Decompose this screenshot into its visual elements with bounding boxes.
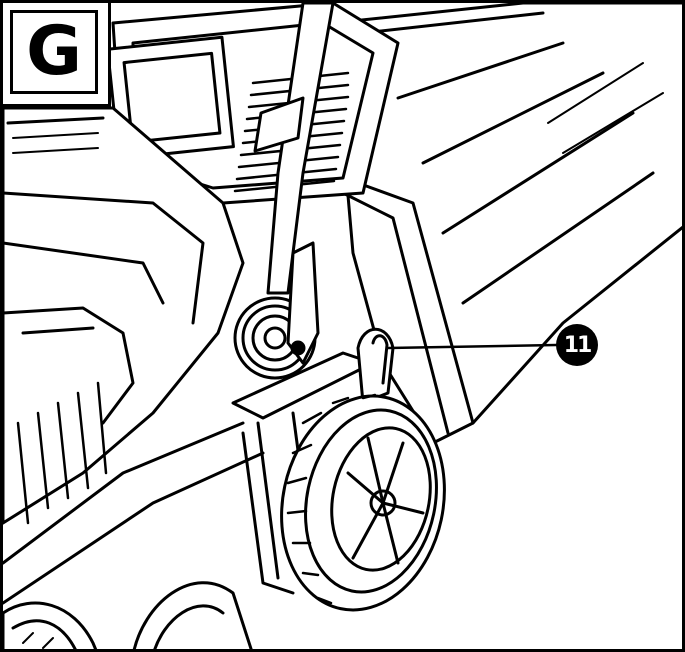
wheel-tread <box>286 393 377 605</box>
deck-front <box>132 581 253 649</box>
chassis-frame <box>231 351 375 595</box>
callout-leader-line <box>386 343 558 350</box>
height-adjustment-lever <box>356 327 395 405</box>
figure-letter: G <box>10 10 98 94</box>
rear-wheel <box>280 393 446 612</box>
lawnmower-illustration <box>3 3 682 649</box>
callout-badge-11: 11 <box>556 324 598 366</box>
grass-catcher <box>331 3 682 445</box>
mower-deck <box>3 106 265 605</box>
figure-label-box: G <box>3 3 111 107</box>
front-wheel <box>3 601 98 649</box>
handle-tube <box>253 3 335 295</box>
handle-pivot <box>233 241 320 380</box>
